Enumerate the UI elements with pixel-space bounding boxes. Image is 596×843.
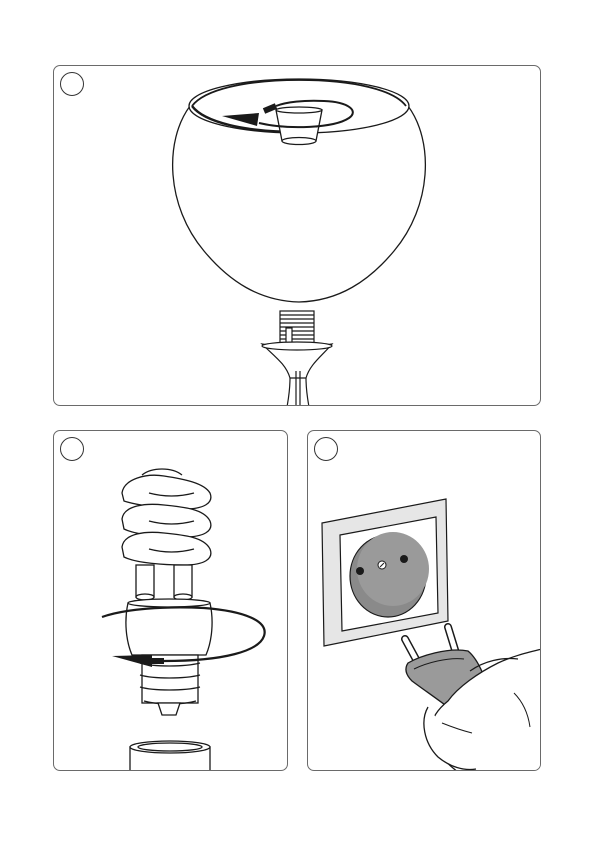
socket-hole-left bbox=[356, 567, 364, 575]
stand-stem bbox=[287, 378, 309, 406]
bulb-housing bbox=[126, 603, 212, 655]
cfl-bulb-screw-in-illustration bbox=[54, 431, 288, 771]
socket-hole-right bbox=[400, 555, 408, 563]
plug-into-wall-socket-illustration bbox=[308, 431, 541, 771]
step-1-number-badge bbox=[60, 72, 84, 96]
step-2-number-badge bbox=[60, 437, 84, 461]
step-1-panel bbox=[53, 65, 541, 406]
step-3-panel bbox=[307, 430, 541, 771]
lampshade-twist-off-illustration bbox=[54, 66, 541, 406]
step-3-number-badge bbox=[314, 437, 338, 461]
step-2-panel bbox=[53, 430, 288, 771]
bulb-spiral bbox=[122, 475, 211, 509]
